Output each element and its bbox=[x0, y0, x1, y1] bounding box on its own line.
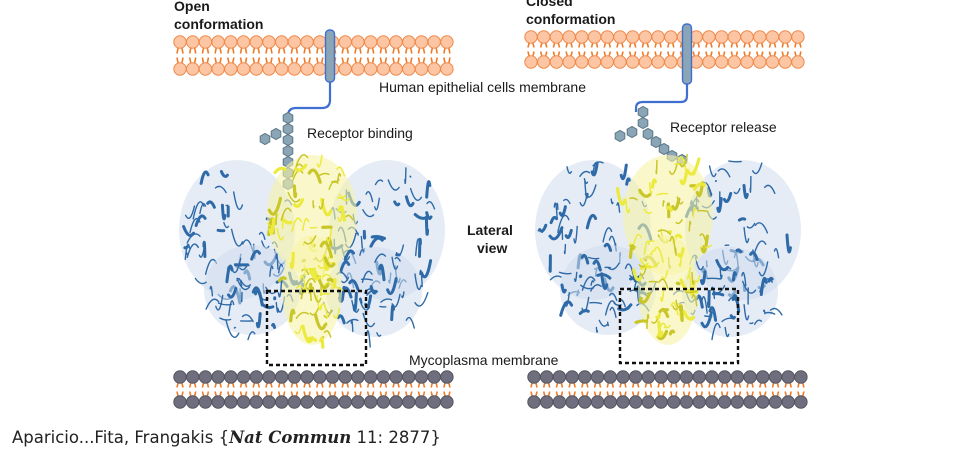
receptor-closed bbox=[614, 23, 693, 167]
mycoplasma-membrane-right bbox=[527, 370, 808, 409]
open-conformation-label-1: Open bbox=[174, 0, 210, 14]
lateral-view-label-1: Lateral bbox=[467, 222, 513, 238]
adhesin-complex-closed-highlight-box bbox=[618, 287, 740, 365]
caption-authors: Aparicio...Fita, Frangakis { bbox=[12, 428, 230, 447]
closed-conformation-label-2: conformation bbox=[526, 11, 615, 27]
epithelial-membrane-label: Human epithelial cells membrane bbox=[379, 79, 586, 95]
mycoplasma-membrane-left bbox=[173, 370, 454, 409]
open-conformation-label-2: conformation bbox=[174, 16, 263, 32]
lateral-view-label-2: view bbox=[477, 240, 507, 256]
adhesin-complex-closed bbox=[535, 153, 801, 365]
mycoplasma-membrane-label: Mycoplasma membrane bbox=[409, 352, 559, 368]
citation-caption: Aparicio...Fita, Frangakis {Nat Commun 1… bbox=[12, 428, 441, 447]
epithelial-membrane-right bbox=[524, 30, 805, 69]
caption-journal: Nat Commun bbox=[229, 428, 352, 447]
epithelial-membrane-left bbox=[173, 35, 454, 76]
receptor-release-label: Receptor release bbox=[670, 119, 777, 135]
conformation-diagram: Open conformation Closed conformation Hu… bbox=[173, 0, 808, 409]
adhesin-complex-open bbox=[179, 154, 445, 367]
receptor-binding-label: Receptor binding bbox=[307, 125, 413, 141]
caption-reference: 11: 2877} bbox=[351, 428, 441, 447]
closed-conformation-label-1: Closed bbox=[526, 0, 573, 9]
adhesin-complex-open-highlight-box bbox=[265, 289, 368, 367]
